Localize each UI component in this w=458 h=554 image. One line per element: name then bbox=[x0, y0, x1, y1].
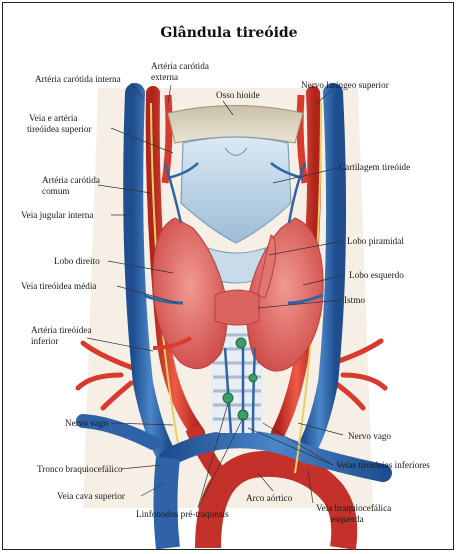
label-inferior-thyroid-artery-1: Artéria tireóidea bbox=[31, 325, 91, 336]
label-external-carotid-1: Artéria carótida bbox=[151, 61, 209, 72]
label-superior-vena-cava: Veia cava superior bbox=[57, 491, 125, 502]
label-superior-thyroid-vessels-1: Veia e artéria bbox=[29, 113, 77, 124]
label-internal-carotid: Artéria carótida interna bbox=[35, 74, 121, 85]
label-middle-thyroid-vein: Veia tireóidea média bbox=[21, 281, 97, 292]
label-hyoid-bone: Osso hioide bbox=[216, 90, 260, 101]
label-inferior-thyroid-veins: Veias tiroideias inferiores bbox=[336, 460, 430, 471]
label-external-carotid-2: externa bbox=[151, 72, 178, 83]
label-left-brachiocephalic-vein-1: Veia braquiocefálica bbox=[316, 503, 391, 514]
label-internal-jugular: Veia jugular interna bbox=[21, 210, 93, 221]
label-common-carotid-2: comum bbox=[42, 186, 70, 197]
label-left-lobe: Lobo esquerdo bbox=[349, 270, 404, 281]
label-vagus-nerve-left: Nervo vago bbox=[348, 431, 391, 442]
label-brachiocephalic-trunk: Tronco braquiocefálico bbox=[37, 464, 123, 475]
label-pyramidal-lobe: Lobo piramidal bbox=[347, 236, 404, 247]
label-vagus-nerve-right: Nervo vago bbox=[65, 418, 108, 429]
label-common-carotid-1: Artéria carótida bbox=[42, 175, 100, 186]
label-inferior-thyroid-artery-2: inferior bbox=[31, 336, 59, 347]
label-left-brachiocephalic-vein-2: esquerda bbox=[331, 514, 364, 525]
superior-vena-cava bbox=[166, 458, 169, 548]
label-superior-laryngeal-nerve: Nervo laríngeo superior bbox=[301, 80, 389, 91]
label-thyroid-cartilage: Cartilagem tireóide bbox=[339, 162, 410, 173]
figure-frame: Glândula tireóide bbox=[2, 2, 454, 550]
label-right-lobe: Lobo direito bbox=[54, 256, 100, 267]
label-pretracheal-lymph-nodes: Linfonodos pré-traqueais bbox=[136, 509, 229, 520]
isthmus bbox=[215, 290, 259, 325]
label-superior-thyroid-vessels-2: tireóidea superior bbox=[27, 124, 92, 135]
label-aortic-arch: Arco aórtico bbox=[246, 493, 292, 504]
label-isthmus: Istmo bbox=[344, 295, 365, 306]
